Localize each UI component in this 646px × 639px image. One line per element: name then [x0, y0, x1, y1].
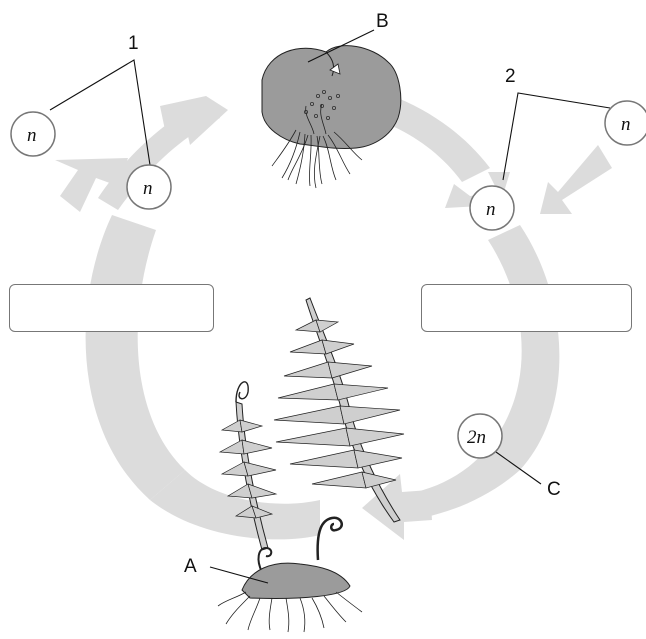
answer-box-right[interactable]: [421, 284, 632, 332]
cell-zygote-text: 2n: [467, 427, 486, 448]
label-a: A: [184, 556, 197, 577]
label-b: B: [376, 11, 389, 32]
fern-sporophyte: [218, 298, 404, 632]
cell-n-far-right-text: n: [621, 114, 631, 135]
bottom-left-band: [150, 470, 320, 539]
label-2: 2: [505, 66, 516, 87]
prothallus-gametophyte: [262, 46, 401, 188]
leader-1: [50, 60, 150, 165]
cell-n-mid-left-text: n: [143, 178, 153, 199]
label-1: 1: [128, 33, 139, 54]
cell-n-left-text: n: [27, 125, 37, 146]
arrowhead-from-right: [540, 145, 612, 214]
answer-box-left[interactable]: [9, 284, 214, 332]
left-cycle-band: [86, 215, 185, 500]
label-c: C: [547, 479, 561, 500]
fiddlehead-right: [318, 518, 342, 560]
cell-n-right-text: n: [486, 199, 496, 220]
